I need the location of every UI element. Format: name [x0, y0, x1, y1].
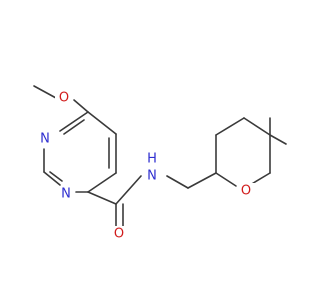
atom-labels: O N N N H O O — [37, 90, 255, 242]
bond-thp-c3-c4 — [215, 117, 245, 136]
amide-nitrogen-label: N — [147, 169, 157, 184]
bond-c6-ring-top — [87, 111, 117, 135]
bond-thp-c4-c5 — [243, 117, 271, 136]
bond-o-ring-carbon — [73, 99, 89, 113]
bond-carbonyl-n — [115, 175, 142, 205]
molecule-canvas: O N N N H O O — [33, 85, 287, 242]
bond-ch2-ringc — [187, 172, 217, 189]
methoxy-oxygen-label: O — [59, 91, 69, 106]
bond-c4-c5 — [87, 172, 117, 193]
bond-n-ch2 — [166, 175, 189, 189]
pyrimidine-n3-label: N — [61, 187, 71, 202]
ring-oxygen-label: O — [241, 184, 251, 199]
bond-thp-o-c2 — [215, 172, 237, 187]
bond-c6-n1-double — [63, 119, 85, 135]
bond-c2-n3 — [43, 171, 61, 186]
carbonyl-oxygen-label: O — [114, 227, 124, 242]
amide-hydrogen-label: H — [147, 152, 157, 167]
bond-methyl-o — [33, 85, 57, 99]
pyrimidine-n1-label: N — [40, 132, 50, 147]
bond-c2-n3-double — [49, 171, 63, 182]
bond-c4-carbonyl — [87, 191, 117, 205]
bond-methyl-b — [269, 134, 287, 145]
bond-c6-n1 — [59, 111, 89, 132]
structure-diagram: O N N N H O O — [33, 85, 287, 242]
